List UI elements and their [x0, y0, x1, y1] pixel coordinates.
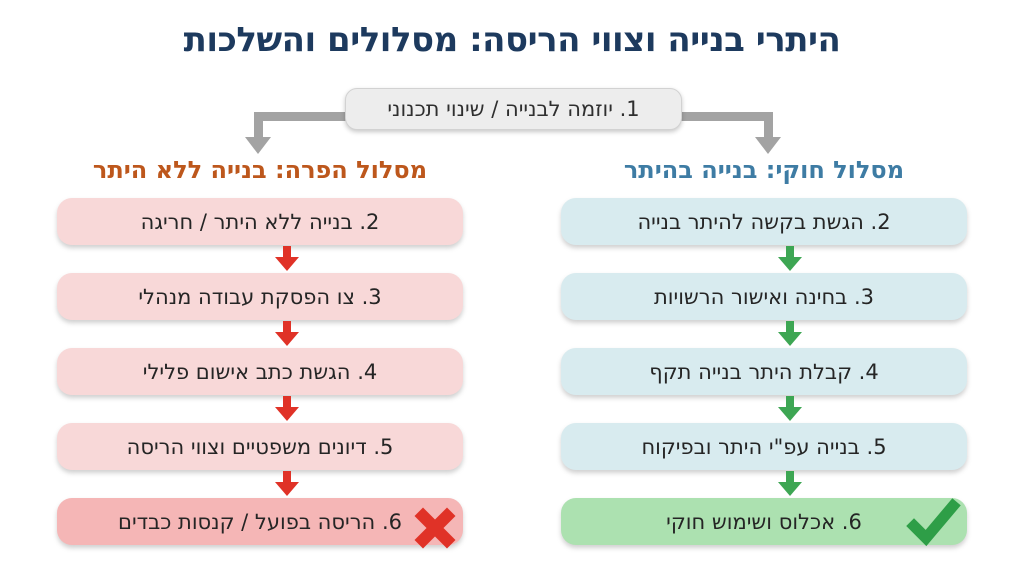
legal-branch-header: מסלול חוקי: בנייה בהיתר — [623, 156, 905, 184]
green-down-arrow-icon — [778, 246, 802, 271]
branch-down-arrow-left-icon — [245, 137, 271, 154]
green-down-arrow-icon — [778, 471, 802, 496]
branch-connector-right-horizontal — [680, 112, 772, 121]
red-down-arrow-icon — [275, 246, 299, 271]
green-down-arrow-icon — [778, 321, 802, 346]
violation-step-box: 3. צו הפסקת עבודה מנהלי — [57, 273, 463, 320]
legal-step-box: 2. הגשת בקשה להיתר בנייה — [561, 198, 967, 245]
violation-step-box: 5. דיונים משפטיים וצווי הריסה — [57, 423, 463, 470]
root-step-box: 1. יוזמה לבנייה / שינוי תכנוני — [345, 88, 682, 130]
green-down-arrow-icon — [778, 396, 802, 421]
violation-step-box: 2. בנייה ללא היתר / חריגה — [57, 198, 463, 245]
checkmark-icon — [905, 496, 961, 552]
root-step-label: 1. יוזמה לבנייה / שינוי תכנוני — [387, 97, 640, 121]
red-down-arrow-icon — [275, 471, 299, 496]
branch-connector-left-vertical — [254, 112, 263, 139]
violation-step-box: 4. הגשת כתב אישום פלילי — [57, 348, 463, 395]
legal-step-box: 4. קבלת היתר בנייה תקף — [561, 348, 967, 395]
violation-outcome-box: 6. הריסה בפועל / קנסות כבדים — [57, 498, 463, 545]
legal-outcome-box: 6. אכלוס ושימוש חוקי — [561, 498, 967, 545]
legal-step-box: 5. בנייה עפ"י היתר ובפיקוח — [561, 423, 967, 470]
red-down-arrow-icon — [275, 321, 299, 346]
branch-down-arrow-right-icon — [755, 137, 781, 154]
violation-branch-header: מסלול הפרה: בנייה ללא היתר — [92, 156, 428, 184]
branch-connector-left-horizontal — [256, 112, 348, 121]
x-mark-icon — [413, 506, 457, 554]
page-title: היתרי בנייה וצווי הריסה: מסלולים והשלכות — [183, 20, 841, 60]
legal-step-box: 3. בחינה ואישור הרשויות — [561, 273, 967, 320]
red-down-arrow-icon — [275, 396, 299, 421]
branch-connector-right-vertical — [764, 112, 773, 139]
